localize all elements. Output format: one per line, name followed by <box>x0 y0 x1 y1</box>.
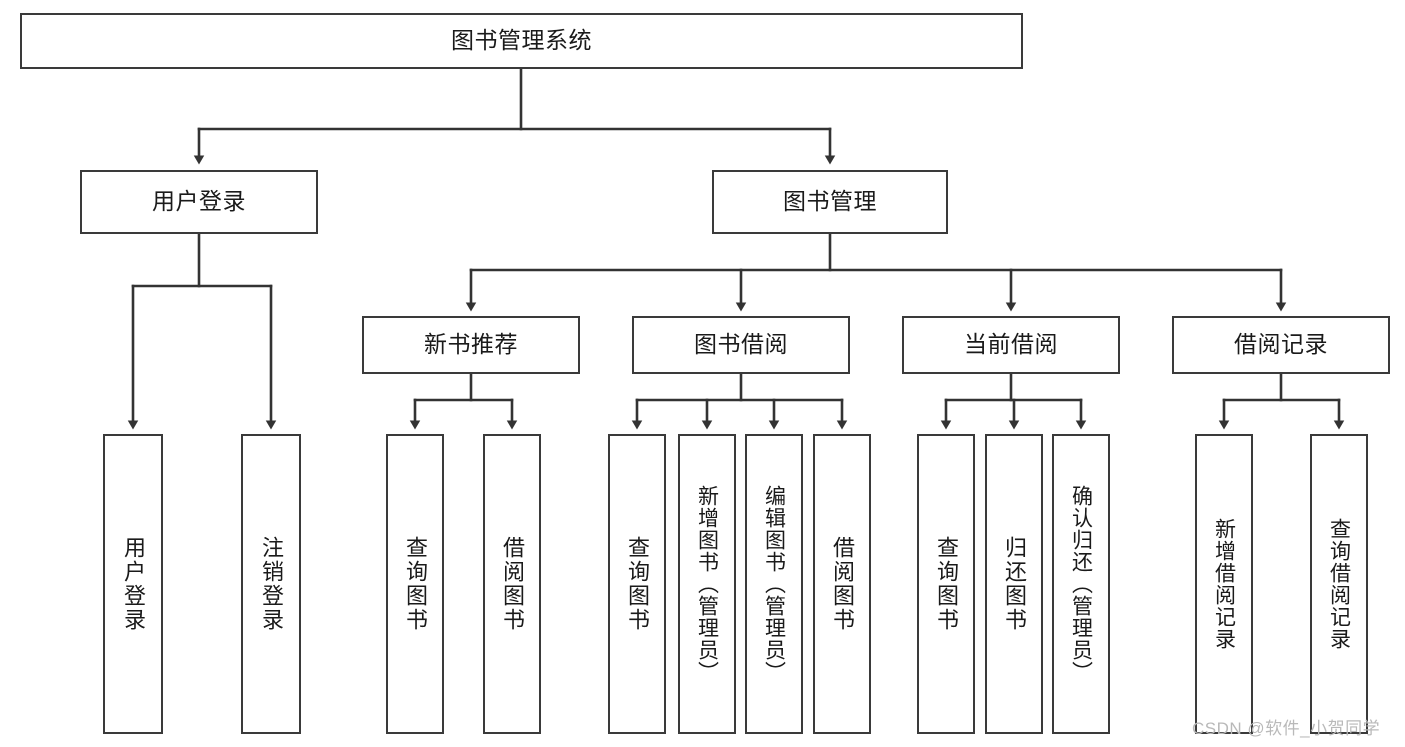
node-leaf-edit-book-label: 编辑图书（管理员） <box>762 485 786 683</box>
node-borrow-records[interactable]: 借阅记录 <box>1172 316 1390 374</box>
node-current-borrow[interactable]: 当前借阅 <box>902 316 1120 374</box>
node-leaf-user-logout[interactable]: 注销登录 <box>241 434 301 734</box>
node-leaf-add-borrow-record-label: 新增借阅记录 <box>1212 518 1236 650</box>
node-leaf-user-logout-label: 注销登录 <box>259 536 284 632</box>
node-leaf-borrow-book-rec[interactable]: 借阅图书 <box>483 434 541 734</box>
node-current-borrow-label: 当前借阅 <box>964 331 1058 358</box>
node-user-login-label: 用户登录 <box>152 188 246 215</box>
node-book-borrow-label: 图书借阅 <box>694 331 788 358</box>
node-root[interactable]: 图书管理系统 <box>20 13 1023 69</box>
node-leaf-borrow-book-rec-label: 借阅图书 <box>500 536 525 632</box>
node-leaf-query-book-rec[interactable]: 查询图书 <box>386 434 444 734</box>
node-leaf-edit-book[interactable]: 编辑图书（管理员） <box>745 434 803 734</box>
node-leaf-query-borrow-record-label: 查询借阅记录 <box>1327 518 1351 650</box>
node-leaf-return-book-label: 归还图书 <box>1002 536 1027 632</box>
node-leaf-query-book-borrow[interactable]: 查询图书 <box>608 434 666 734</box>
node-book-management-label: 图书管理 <box>783 188 877 215</box>
node-root-label: 图书管理系统 <box>451 27 592 54</box>
node-new-book-recommend[interactable]: 新书推荐 <box>362 316 580 374</box>
node-book-borrow[interactable]: 图书借阅 <box>632 316 850 374</box>
node-leaf-add-book[interactable]: 新增图书（管理员） <box>678 434 736 734</box>
node-leaf-query-book-borrow-label: 查询图书 <box>625 536 650 632</box>
node-leaf-confirm-return[interactable]: 确认归还（管理员） <box>1052 434 1110 734</box>
node-leaf-borrow-book[interactable]: 借阅图书 <box>813 434 871 734</box>
node-book-management[interactable]: 图书管理 <box>712 170 948 234</box>
node-leaf-confirm-return-label: 确认归还（管理员） <box>1069 485 1093 683</box>
node-user-login[interactable]: 用户登录 <box>80 170 318 234</box>
node-leaf-query-book-rec-label: 查询图书 <box>403 536 428 632</box>
node-leaf-user-login-label: 用户登录 <box>121 536 146 632</box>
node-leaf-add-book-label: 新增图书（管理员） <box>695 485 719 683</box>
node-leaf-add-borrow-record[interactable]: 新增借阅记录 <box>1195 434 1253 734</box>
node-leaf-query-borrow-record[interactable]: 查询借阅记录 <box>1310 434 1368 734</box>
node-new-book-recommend-label: 新书推荐 <box>424 331 518 358</box>
node-leaf-borrow-book-label: 借阅图书 <box>830 536 855 632</box>
node-leaf-return-book[interactable]: 归还图书 <box>985 434 1043 734</box>
node-leaf-query-book-current[interactable]: 查询图书 <box>917 434 975 734</box>
csdn-watermark: CSDN @软件_小贺同学 <box>1192 719 1381 738</box>
node-leaf-user-login[interactable]: 用户登录 <box>103 434 163 734</box>
node-leaf-query-book-current-label: 查询图书 <box>934 536 959 632</box>
node-borrow-records-label: 借阅记录 <box>1234 331 1328 358</box>
